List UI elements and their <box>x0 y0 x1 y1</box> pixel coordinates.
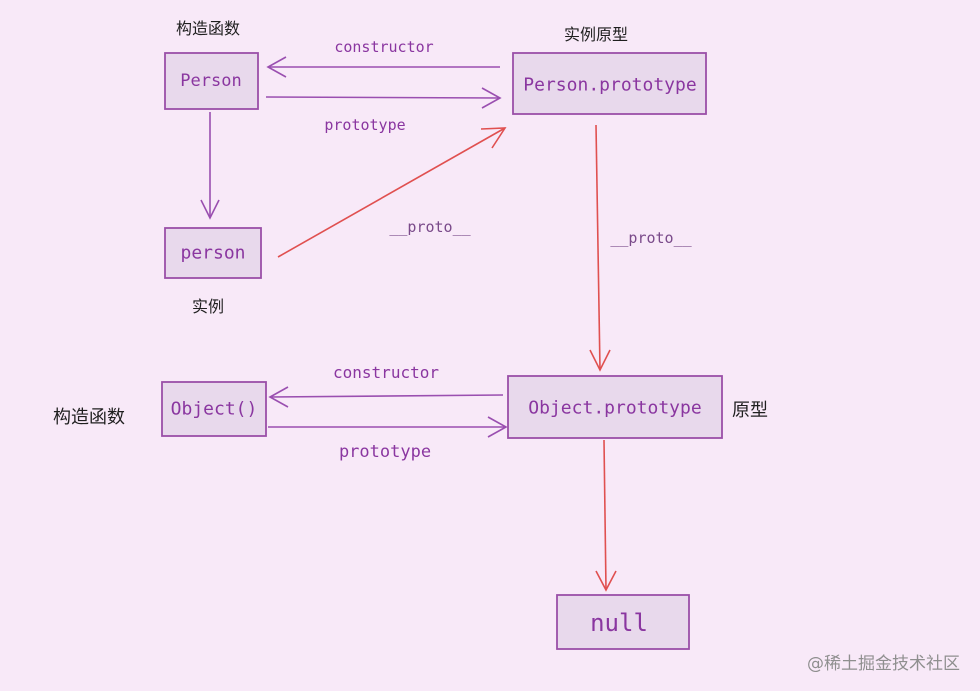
object-prototype-label: Object.prototype <box>528 398 701 419</box>
person-constructor-edge-label: constructor <box>334 38 433 56</box>
instance-prototype-caption: 实例原型 <box>564 25 628 44</box>
person-instance-box: person <box>164 227 262 279</box>
person-instance-label: person <box>180 243 245 264</box>
arrowhead-icon <box>266 56 287 78</box>
person-constructor-box: Person <box>164 52 259 110</box>
constructor-function-caption-bottom: 构造函数 <box>53 407 125 428</box>
object-constructor-box: Object() <box>161 381 267 437</box>
person-prototype-edge-label: prototype <box>324 116 405 134</box>
arrowhead-icon <box>200 199 220 220</box>
person-prototype-box: Person.prototype <box>512 52 707 115</box>
arrowhead-icon <box>268 386 289 408</box>
watermark-text: @稀土掘金技术社区 <box>807 654 960 674</box>
edge-person-prototype <box>265 87 502 109</box>
instance-caption: 实例 <box>192 297 224 316</box>
person-proto-edge-label: __proto__ <box>389 218 471 236</box>
prototype-caption: 原型 <box>732 400 768 421</box>
arrowhead-icon <box>487 416 508 438</box>
edge-object-proto-null <box>595 439 617 592</box>
person-prototype-label: Person.prototype <box>523 75 696 96</box>
prototype-proto-edge-label: __proto__ <box>610 229 692 247</box>
edge-prototype-proto <box>589 124 611 372</box>
edge-object-constructor <box>268 386 504 408</box>
person-constructor-label: Person <box>180 71 241 91</box>
object-constructor-edge-label: constructor <box>333 363 439 382</box>
arrowhead-icon <box>595 570 617 592</box>
arrowhead-icon <box>481 87 502 109</box>
arrowhead-icon <box>589 349 611 372</box>
null-box: null <box>556 594 690 650</box>
edge-object-prototype <box>268 416 508 438</box>
constructor-function-caption-top: 构造函数 <box>176 19 240 38</box>
edge-instance-proto <box>277 127 507 258</box>
object-constructor-label: Object() <box>171 399 258 420</box>
object-prototype-edge-label: prototype <box>339 442 431 462</box>
object-prototype-box: Object.prototype <box>507 375 723 439</box>
arrowhead-icon <box>480 127 507 149</box>
edge-person-constructor <box>266 56 500 78</box>
null-label: null <box>590 609 648 637</box>
edge-person-new-instance <box>200 112 220 220</box>
